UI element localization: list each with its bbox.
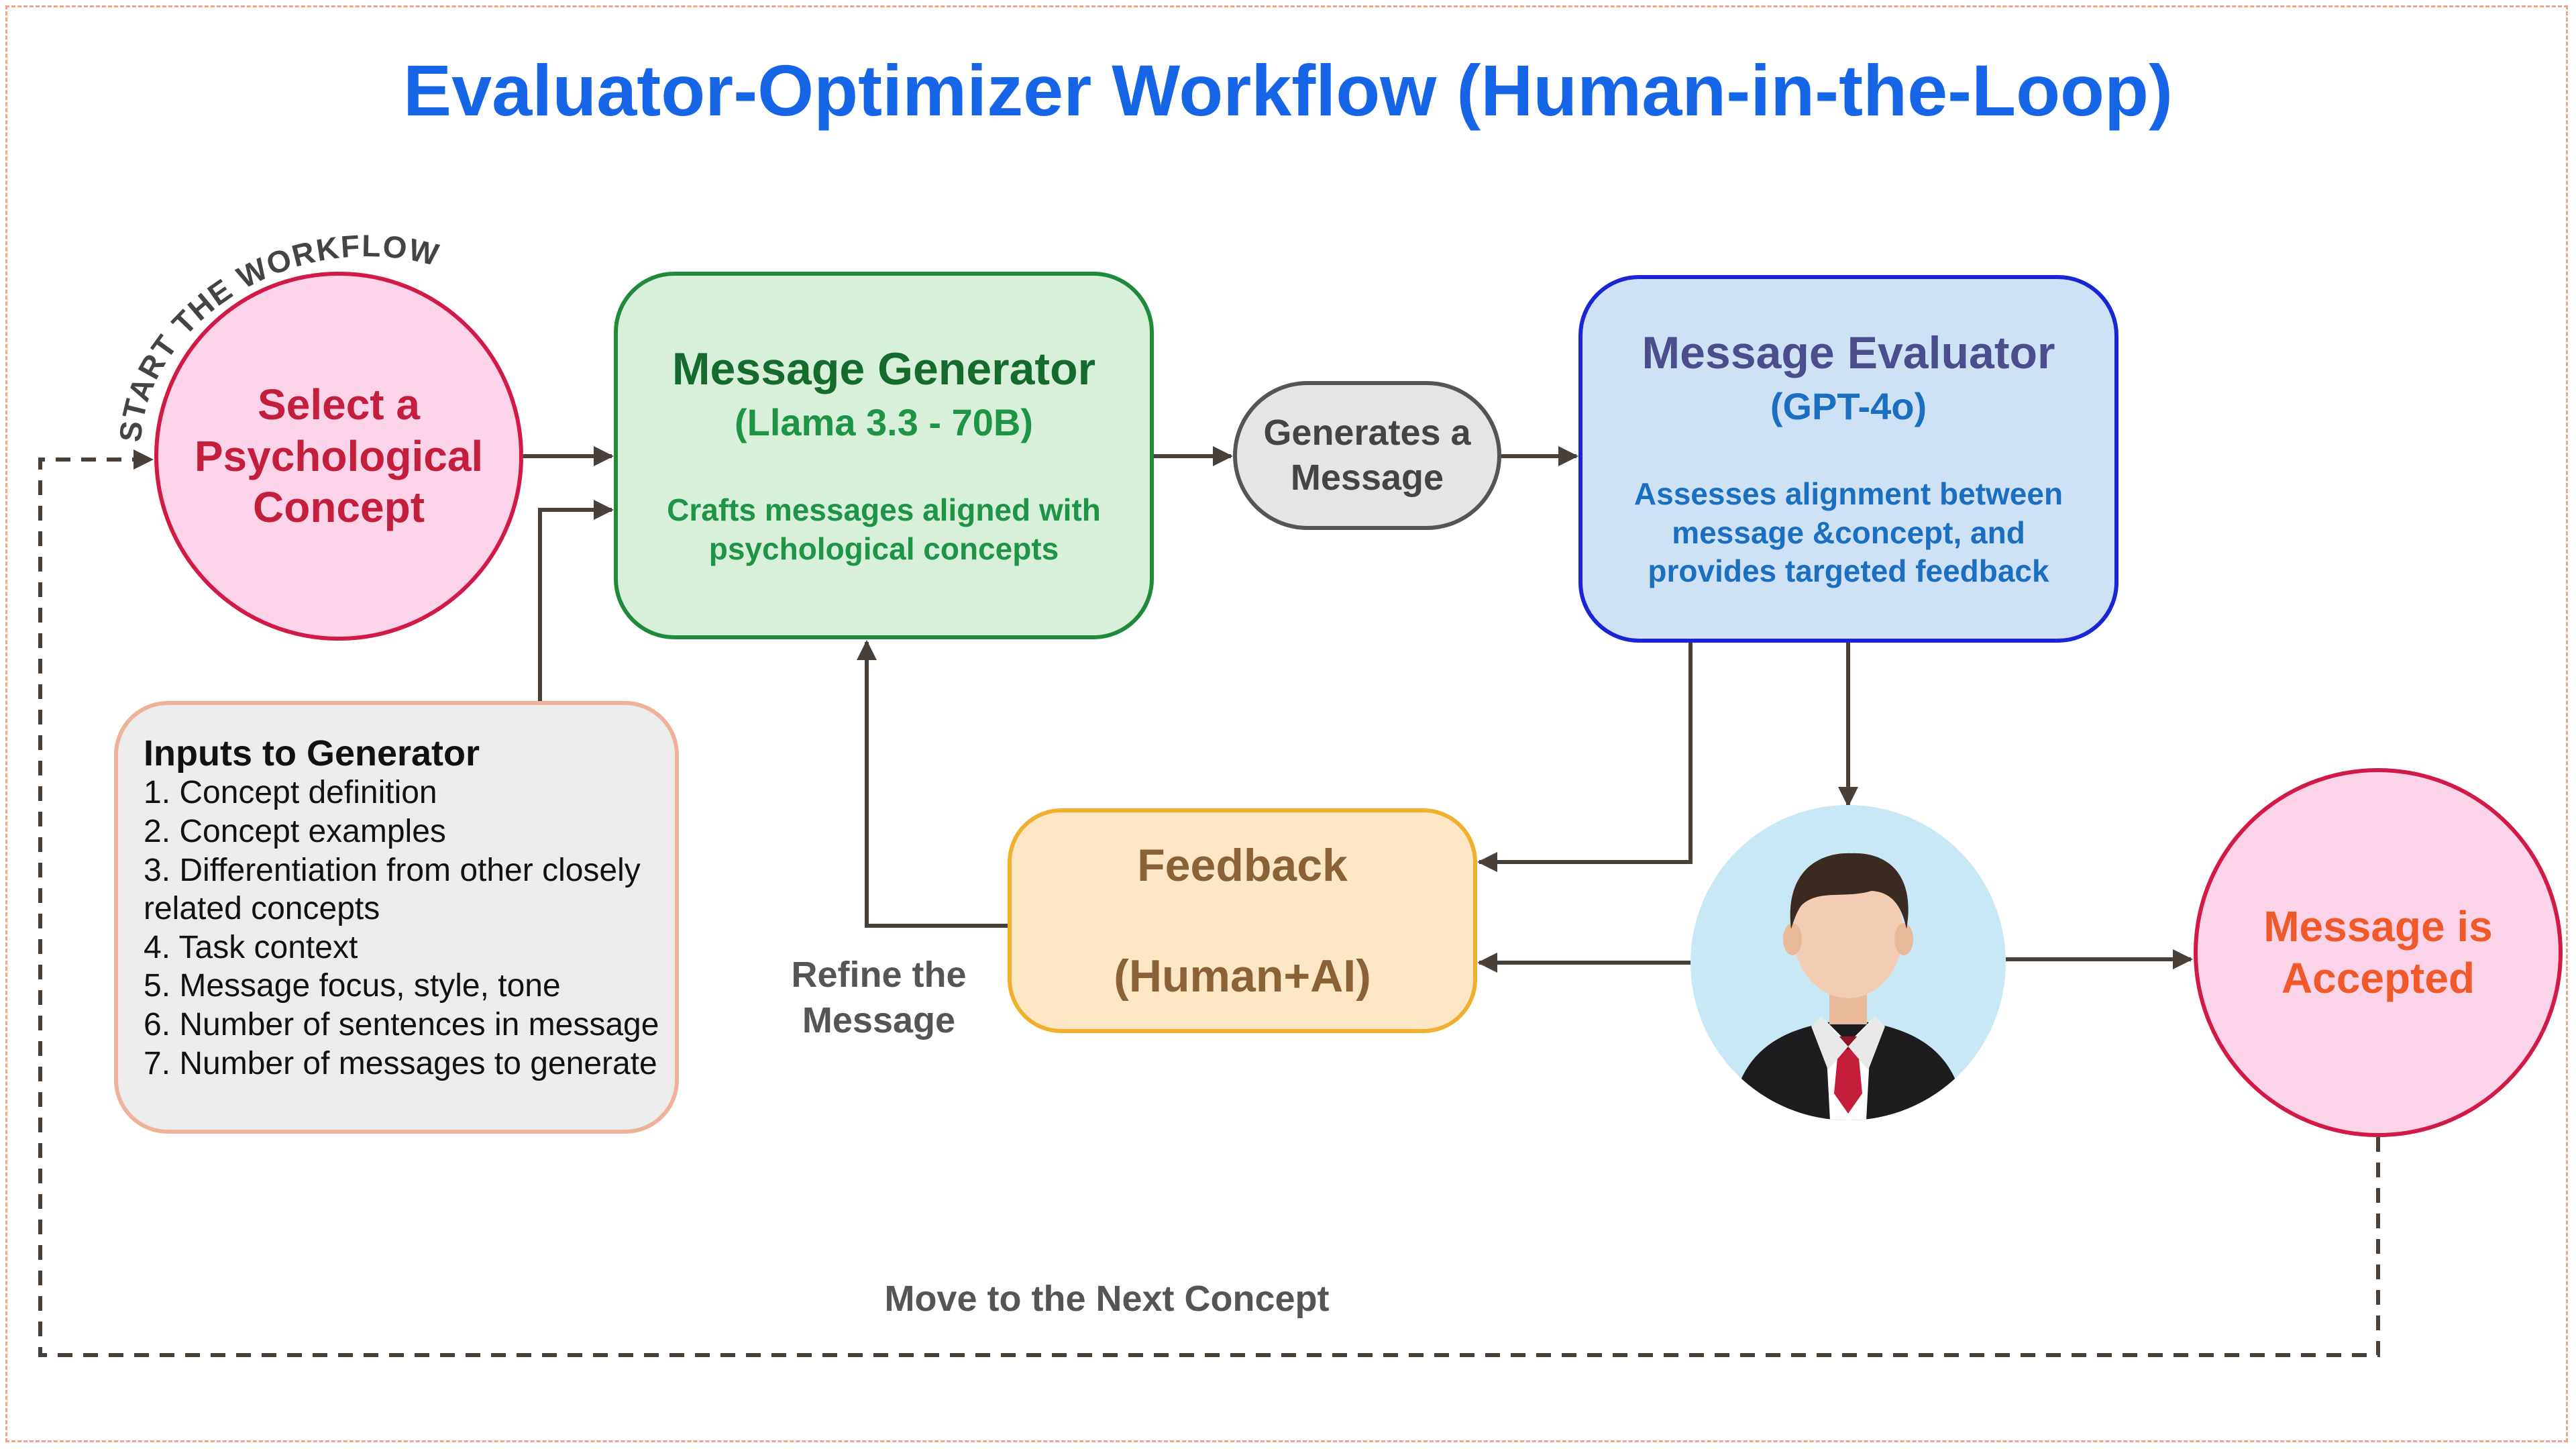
generator-description: Crafts messages aligned with psychologic… — [667, 492, 1101, 566]
input-item: 3. Differentiation from other closely re… — [144, 852, 641, 927]
arrow-next-concept-loop — [38, 449, 2380, 1357]
input-item: 4. Task context — [144, 929, 358, 965]
generates-label: Generates a Message — [1263, 412, 1471, 498]
feedback-node: Feedback (Human+AI) — [1008, 808, 1477, 1033]
feedback-title: Feedback — [1137, 839, 1348, 891]
diagram-title: Evaluator-Optimizer Workflow (Human-in-t… — [403, 50, 2173, 131]
input-item: 6. Number of sentences in message — [144, 1007, 659, 1043]
message-evaluator-node: Message Evaluator (GPT-4o) Assesses alig… — [1578, 275, 2118, 643]
input-item: 5. Message focus, style, tone — [144, 968, 561, 1004]
input-item: 7. Number of messages to generate — [144, 1045, 657, 1081]
generates-message-node: Generates a Message — [1233, 381, 1501, 530]
evaluator-model: (GPT-4o) — [1770, 385, 1927, 428]
arrow-feedback-to-generator — [857, 640, 1008, 928]
accepted-label: Message is Accepted — [2263, 902, 2493, 1002]
message-generator-node: Message Generator (Llama 3.3 - 70B) Craf… — [614, 272, 1154, 639]
inputs-list: 1. Concept definition 2. Concept example… — [144, 773, 675, 1083]
feedback-subtitle: (Human+AI) — [1114, 950, 1371, 1002]
inputs-heading: Inputs to Generator — [144, 733, 480, 773]
generator-model: (Llama 3.3 - 70B) — [734, 401, 1034, 443]
input-item: 1. Concept definition — [144, 775, 437, 811]
refine-text: Refine the Message — [791, 955, 967, 1040]
arrow-evaluator-to-feedback — [1477, 643, 1693, 872]
input-item: 2. Concept examples — [144, 814, 446, 850]
refine-label: Refine the Message — [751, 953, 1006, 1043]
page-border — [5, 5, 2568, 1442]
inputs-to-generator-box: Inputs to Generator 1. Concept definitio… — [114, 701, 679, 1134]
person-avatar-icon — [1731, 853, 1966, 1120]
human-reviewer-avatar — [1690, 805, 2006, 1120]
evaluator-description: Assesses alignment between message &conc… — [1633, 476, 2063, 589]
evaluator-name: Message Evaluator — [1642, 327, 2055, 379]
arrow-inputs-to-generator — [538, 500, 614, 701]
concept-node: Select a Psychological Concept — [154, 272, 523, 641]
next-concept-label: Move to the Next Concept — [884, 1279, 1330, 1319]
message-accepted-node: Message is Accepted — [2194, 768, 2563, 1137]
concept-label: Select a Psychological Concept — [194, 380, 484, 532]
generator-name: Message Generator — [672, 343, 1096, 394]
